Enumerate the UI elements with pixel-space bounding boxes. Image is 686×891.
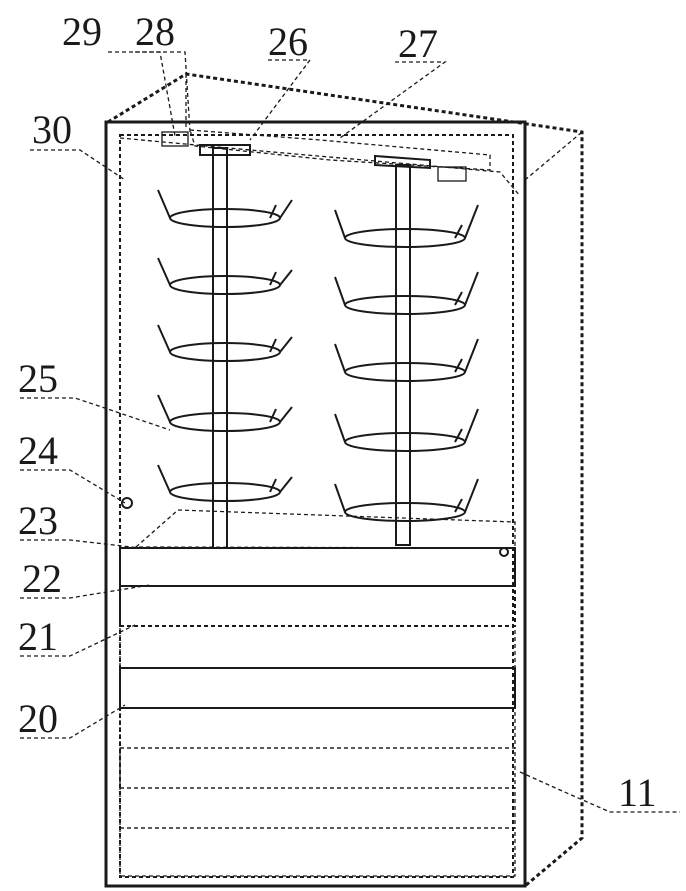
leader-lines (20, 51, 680, 813)
substrate-slab (119, 547, 516, 587)
tray (157, 464, 293, 502)
right-trays (334, 204, 479, 522)
tray (334, 478, 479, 522)
tray (334, 204, 479, 248)
substrate-top (134, 509, 516, 549)
numeral-23: 23 (18, 498, 58, 543)
top-channel (119, 129, 521, 197)
numeral-22: 22 (22, 556, 62, 601)
numeral-21: 21 (18, 614, 58, 659)
part-29-block (161, 131, 189, 147)
bed-layer-4 (119, 787, 516, 829)
numeral-25: 25 (18, 356, 58, 401)
numeral-29: 29 (62, 9, 102, 54)
chamber-21 (119, 625, 516, 669)
numeral-28: 28 (135, 9, 175, 54)
tray (157, 324, 293, 362)
right-shaft (395, 164, 411, 546)
tray (334, 338, 479, 382)
cabinet (104, 72, 584, 888)
bed-layer-1 (119, 667, 516, 709)
numerals: 29 28 26 27 30 25 24 23 22 21 20 11 (18, 9, 657, 815)
bed-layer-5 (119, 827, 516, 877)
left-trays (157, 189, 293, 502)
substrate-layer (119, 509, 516, 627)
shafts (212, 147, 411, 549)
cabinet-front-frame (104, 120, 527, 888)
numeral-26: 26 (268, 19, 308, 64)
numeral-27: 27 (398, 21, 438, 66)
tray (157, 189, 293, 228)
tray (157, 257, 293, 295)
tray (157, 394, 293, 432)
cabinet-inner-wall (119, 134, 514, 878)
numeral-30: 30 (32, 107, 72, 152)
numeral-24: 24 (18, 428, 58, 473)
plate-22 (119, 585, 516, 627)
port-24 (121, 497, 133, 509)
bed-layer-3 (119, 747, 516, 789)
numeral-11: 11 (618, 770, 657, 815)
part-30-block (437, 166, 467, 182)
bed-layer-2 (119, 707, 516, 749)
cabinet-back-outline (107, 72, 584, 888)
lower-bed (119, 667, 516, 877)
numeral-20: 20 (18, 696, 58, 741)
left-shaft (212, 147, 228, 549)
tray (334, 408, 479, 452)
tray (334, 271, 479, 315)
